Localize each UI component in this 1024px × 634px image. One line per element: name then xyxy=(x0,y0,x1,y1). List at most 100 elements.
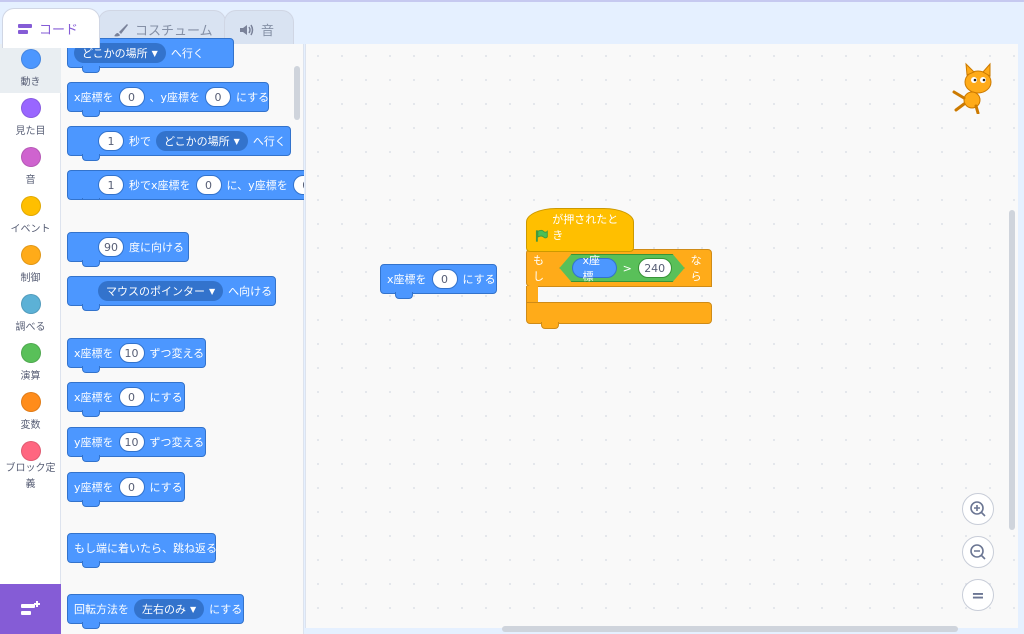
category-events[interactable]: イベント xyxy=(0,191,61,240)
category-sensing[interactable]: 調べる xyxy=(0,289,61,338)
x-position-reporter[interactable]: x座標 xyxy=(572,258,616,278)
category-dot-icon xyxy=(20,147,41,167)
workspace-block-set-x[interactable]: x座標を 0 にする xyxy=(380,264,497,299)
setxy-suffix: にする xyxy=(236,91,270,104)
glidexy-y-input[interactable]: 0 xyxy=(292,175,304,195)
palette-scrollbar[interactable] xyxy=(294,66,300,120)
loose-setx-suffix: にする xyxy=(462,273,496,286)
caret-down-icon: ▼ xyxy=(233,136,240,146)
block-change-x[interactable]: x座標を 10 ずつ変える xyxy=(67,338,206,373)
compare-value-input[interactable]: 240 xyxy=(638,258,672,278)
green-flag-icon xyxy=(535,229,548,242)
category-control[interactable]: 制御 xyxy=(0,240,61,289)
brush-icon xyxy=(114,23,128,36)
block-set-y[interactable]: y座標を 0 にする xyxy=(67,472,185,507)
setxy-y-input[interactable]: 0 xyxy=(205,87,232,107)
add-extension-icon xyxy=(20,601,40,615)
glidexy-x-input[interactable]: 0 xyxy=(195,175,222,195)
setx-suffix: にする xyxy=(149,391,183,404)
changey-suffix: ずつ変える xyxy=(149,436,205,449)
category-label: 見た目 xyxy=(15,126,46,137)
changex-suffix: ずつ変える xyxy=(149,347,205,360)
glide-secs-input[interactable]: 1 xyxy=(98,131,124,151)
sety-input[interactable]: 0 xyxy=(118,477,145,497)
if-label: もし xyxy=(533,254,544,283)
goto-label: へ行く xyxy=(170,47,204,60)
hat-label: が押されたとき xyxy=(552,213,619,242)
tab-code[interactable]: コード xyxy=(2,8,100,48)
operator-symbol: > xyxy=(622,261,632,275)
zoom-out-button[interactable] xyxy=(962,536,994,568)
changex-label: x座標を xyxy=(74,347,114,360)
block-bounce[interactable]: もし端に着いたら、跳ね返る xyxy=(67,533,217,568)
glidexy-secs-input[interactable]: 1 xyxy=(98,175,124,195)
zoom-reset-button[interactable]: = xyxy=(962,579,994,611)
sety-suffix: にする xyxy=(149,481,183,494)
point-direction-label: 度に向ける xyxy=(129,241,184,254)
rotation-suffix: にする xyxy=(209,603,243,616)
zoom-in-icon xyxy=(970,501,986,517)
goto-dropdown[interactable]: どこかの場所▼ xyxy=(74,43,166,63)
category-motion[interactable]: 動き xyxy=(0,44,61,93)
glidexy-mid-label: 秒でx座標を xyxy=(129,179,191,192)
category-my-blocks[interactable]: ブロック定義 xyxy=(0,436,61,492)
category-sound[interactable]: 音 xyxy=(0,142,61,191)
tab-code-label: コード xyxy=(39,23,79,38)
script-workspace[interactable] xyxy=(305,44,1018,628)
towards-dropdown[interactable]: マウスのポインター ▼ xyxy=(98,281,224,301)
block-point-towards[interactable]: マウスのポインター▼ へ向ける xyxy=(67,276,276,311)
block-change-y[interactable]: y座標を 10 ずつ変える xyxy=(67,427,206,462)
sety-label: y座標を xyxy=(74,481,114,494)
workspace-horizontal-scrollbar[interactable] xyxy=(502,626,958,632)
glide-dropdown[interactable]: どこかの場所▼ xyxy=(156,131,248,151)
sprite-cat-icon xyxy=(952,62,992,114)
category-dot-icon xyxy=(20,392,41,412)
block-set-xy[interactable]: x座標を 0 、y座標を 0 にする xyxy=(67,82,270,117)
block-point-direction[interactable]: 90 度に向ける xyxy=(67,232,189,267)
setxy-y-label: 、y座標を xyxy=(149,91,201,104)
category-operators[interactable]: 演算 xyxy=(0,338,61,387)
setx-input[interactable]: 0 xyxy=(118,387,145,407)
if-block-arm xyxy=(526,286,538,302)
block-glide-xy[interactable]: 1 秒でx座標を 0 に、y座標を 0 xyxy=(67,170,304,200)
goto-dropdown-value: どこかの場所 xyxy=(82,47,148,60)
point-direction-input[interactable]: 90 xyxy=(98,237,124,257)
speaker-icon xyxy=(240,24,254,35)
zoom-out-icon xyxy=(970,544,986,560)
then-label: なら xyxy=(690,254,702,283)
workspace-vertical-scrollbar[interactable] xyxy=(1009,210,1015,530)
when-flag-clicked-block[interactable]: が押されたとき xyxy=(526,208,634,252)
if-block[interactable]: もし x座標 > 240 なら xyxy=(526,249,712,287)
changey-input[interactable]: 10 xyxy=(118,432,145,452)
category-dot-icon xyxy=(20,49,41,69)
zoom-in-button[interactable] xyxy=(962,493,994,525)
category-variables[interactable]: 変数 xyxy=(0,387,61,436)
category-label: 制御 xyxy=(20,273,41,284)
block-rotation-style[interactable]: 回転方法を 左右のみ▼ にする xyxy=(67,594,244,629)
category-label: 変数 xyxy=(20,420,41,431)
block-glide-to[interactable]: 1 秒で どこかの場所▼ へ行く xyxy=(67,126,291,161)
block-set-x[interactable]: x座標を 0 にする xyxy=(67,382,185,417)
tab-costume-label: コスチューム xyxy=(135,24,213,39)
category-label: ブロック定義 xyxy=(5,463,56,490)
category-looks[interactable]: 見た目 xyxy=(0,93,61,142)
category-label: イベント xyxy=(10,224,51,235)
loose-setx-label: x座標を xyxy=(387,273,427,286)
greater-than-operator[interactable]: x座標 > 240 xyxy=(559,254,684,282)
tab-sounds[interactable]: 音 xyxy=(224,10,294,48)
caret-down-icon: ▼ xyxy=(151,48,158,58)
add-extension-button[interactable] xyxy=(0,584,61,634)
caret-down-icon: ▼ xyxy=(209,286,216,296)
caret-down-icon: ▼ xyxy=(190,604,197,614)
category-dot-icon xyxy=(20,441,41,461)
changey-label: y座標を xyxy=(74,436,114,449)
towards-dropdown-value: マウスのポインター xyxy=(106,285,205,298)
zoom-reset-icon: = xyxy=(971,585,985,605)
rotation-dropdown[interactable]: 左右のみ▼ xyxy=(134,599,205,619)
glide-suffix: へ行く xyxy=(252,135,286,148)
category-dot-icon xyxy=(20,245,41,265)
changex-input[interactable]: 10 xyxy=(118,343,145,363)
category-label: 音 xyxy=(25,175,36,186)
setxy-x-input[interactable]: 0 xyxy=(118,87,145,107)
loose-setx-input[interactable]: 0 xyxy=(431,269,458,289)
